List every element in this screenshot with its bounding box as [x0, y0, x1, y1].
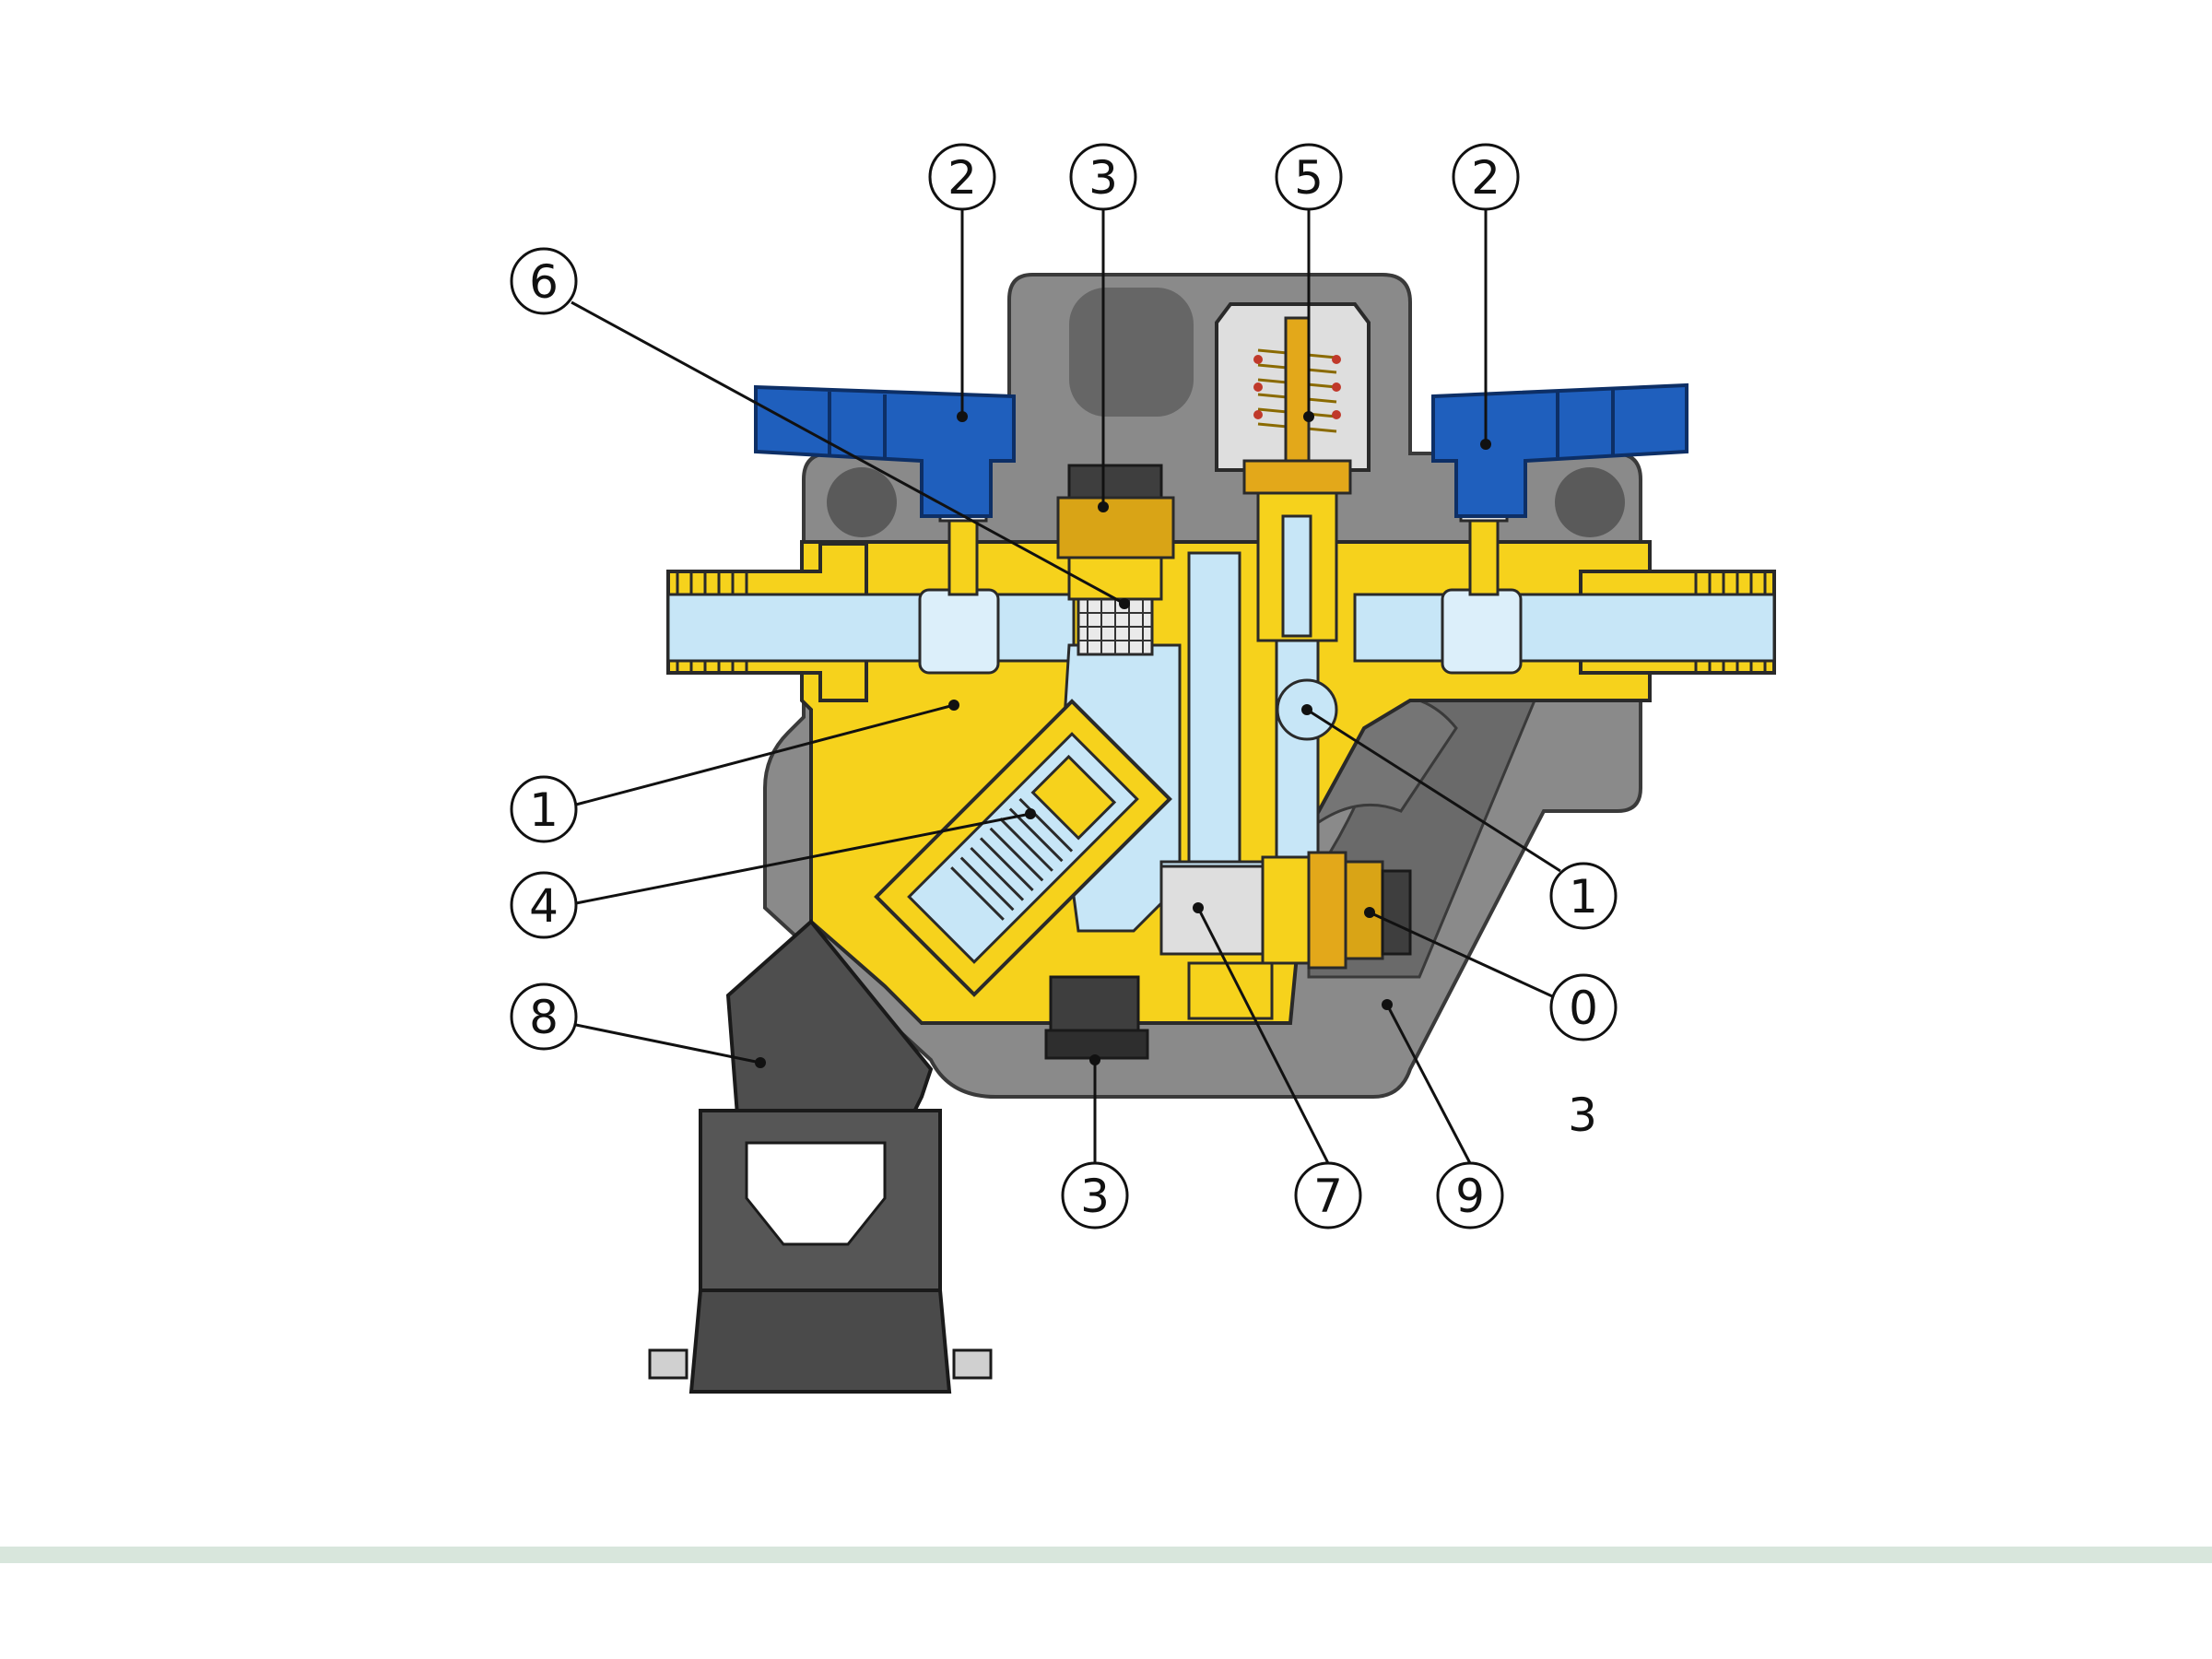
left-blue-valve-handle-icon [754, 384, 1016, 518]
callout-label: 2 [1471, 151, 1500, 205]
callout-3-top: 3 [1069, 143, 1137, 211]
right-blue-valve-handle-icon [1431, 382, 1688, 518]
callout-2-right: 2 [1452, 143, 1520, 211]
callout-label: 2 [947, 151, 977, 205]
callout-1-left: 1 [510, 775, 578, 843]
leader-0 [1369, 911, 1561, 1002]
callout-3-bottom: 3 [1061, 1161, 1129, 1230]
central-riser-water [1187, 551, 1241, 868]
leader-lines [571, 207, 1561, 1164]
callout-7: 7 [1294, 1161, 1362, 1230]
callout-label: 5 [1294, 151, 1324, 205]
drain-funnel [648, 919, 993, 1394]
left-bolt-cavity [827, 467, 897, 537]
callout-6: 6 [510, 247, 578, 315]
strainer-icon [1077, 597, 1154, 656]
callout-label: 6 [529, 255, 559, 309]
leader-9 [1385, 1004, 1472, 1164]
callout-9: 9 [1436, 1161, 1504, 1230]
callout-label: 9 [1455, 1170, 1485, 1223]
right-bolt-cavity [1555, 467, 1625, 537]
callout-label: 1 [1569, 870, 1598, 924]
callout-1-right: 1 [1549, 862, 1618, 930]
callout-0: 0 [1549, 973, 1618, 1041]
leader-1-right [1306, 708, 1561, 873]
callout-label: 7 [1313, 1170, 1343, 1223]
callout-label: 3 [1080, 1170, 1110, 1223]
leader-6 [571, 300, 1125, 606]
callouts: 2 3 5 2 6 1 4 8 [510, 143, 1618, 1230]
callout-label: 3 [1088, 151, 1118, 205]
leader-7 [1196, 907, 1330, 1164]
relief-valve-cartridge [1215, 302, 1371, 642]
leader-dots [755, 411, 1491, 1068]
free-standing-label: 3 [1568, 1088, 1597, 1142]
top-left-cavity [1069, 288, 1194, 417]
angled-check-valve [874, 699, 1172, 997]
lower-check-cartridge [1159, 851, 1412, 1020]
callout-label: 8 [529, 991, 559, 1044]
left-inlet-water [666, 593, 1076, 663]
callout-4: 4 [510, 871, 578, 939]
callout-label: 0 [1569, 982, 1598, 1035]
bottom-plug [1044, 975, 1149, 1060]
callout-5: 5 [1275, 143, 1343, 211]
leader-8 [575, 1023, 761, 1065]
right-outlet-water [1353, 593, 1776, 663]
bottom-divider-band [0, 1547, 2212, 1563]
callout-label: 1 [529, 783, 559, 837]
leader-1-left [575, 703, 955, 806]
top-cartridge-icon [1056, 464, 1175, 601]
callout-8: 8 [510, 982, 578, 1051]
callout-label: 4 [529, 879, 559, 933]
callout-2-left: 2 [928, 143, 996, 211]
leader-4 [575, 812, 1031, 905]
